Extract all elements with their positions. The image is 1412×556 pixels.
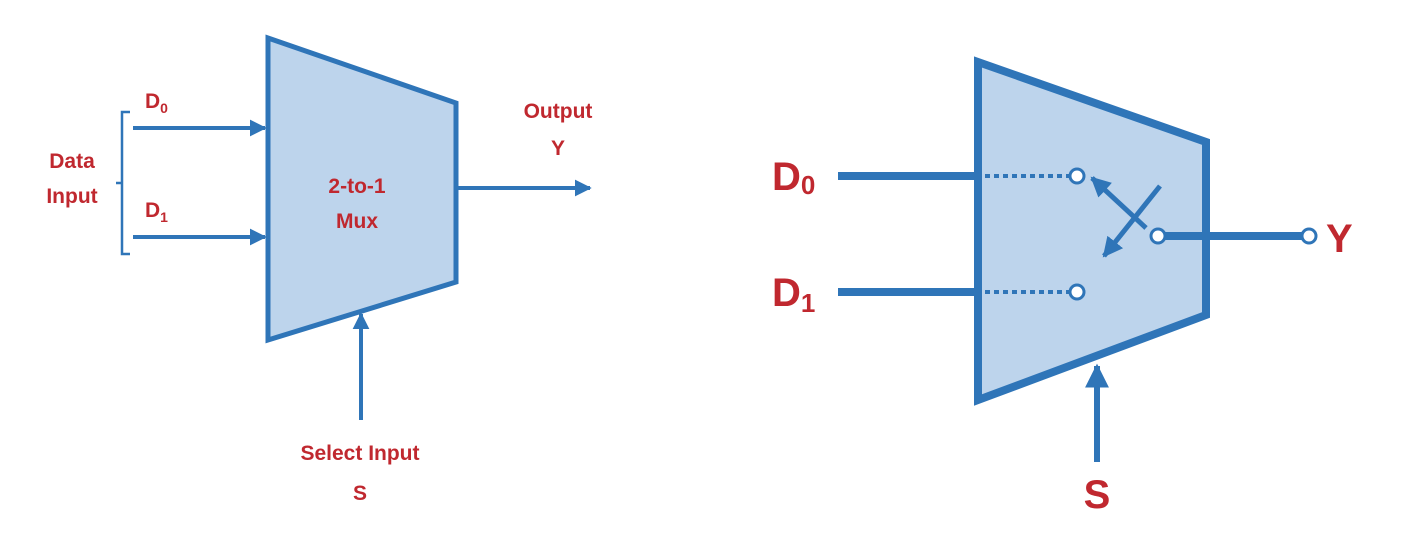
switch-arrow-to-d0 [1090,176,1148,230]
right-output-label: Y [1326,217,1353,261]
right-d0-label: D0 [772,155,815,200]
select-input-label-line1: Select Input [300,442,419,465]
right-select-label: S [1084,473,1111,517]
select-input-label-line2: S [353,482,367,505]
switch-arrow-to-d1 [1102,184,1162,258]
left-mux-diagram: D0 D1 Data Input 2-to-1 Mux Output Y Sel… [46,34,593,505]
output-label-line1: Output [524,100,593,123]
d0-contact-terminal [1068,167,1086,185]
data-input-bracket [116,110,130,256]
left-mux-body [265,34,459,344]
mux-label-line1: 2-to-1 [328,175,385,198]
mux-label-line2: Mux [336,210,378,233]
switch-pivot-terminal [1149,227,1167,245]
d1-contact-terminal [1068,283,1086,301]
left-d0-label: D0 [145,90,168,116]
data-input-label-line2: Input [46,185,97,208]
output-label-line2: Y [551,137,565,160]
right-d1-label: D1 [772,271,815,318]
right-mux-body [974,56,1210,406]
data-input-label-line1: Data [49,150,95,173]
left-d1-label: D1 [145,199,168,225]
right-mux-diagram: D0 D1 Y S [772,56,1353,517]
output-terminal [1300,227,1318,245]
